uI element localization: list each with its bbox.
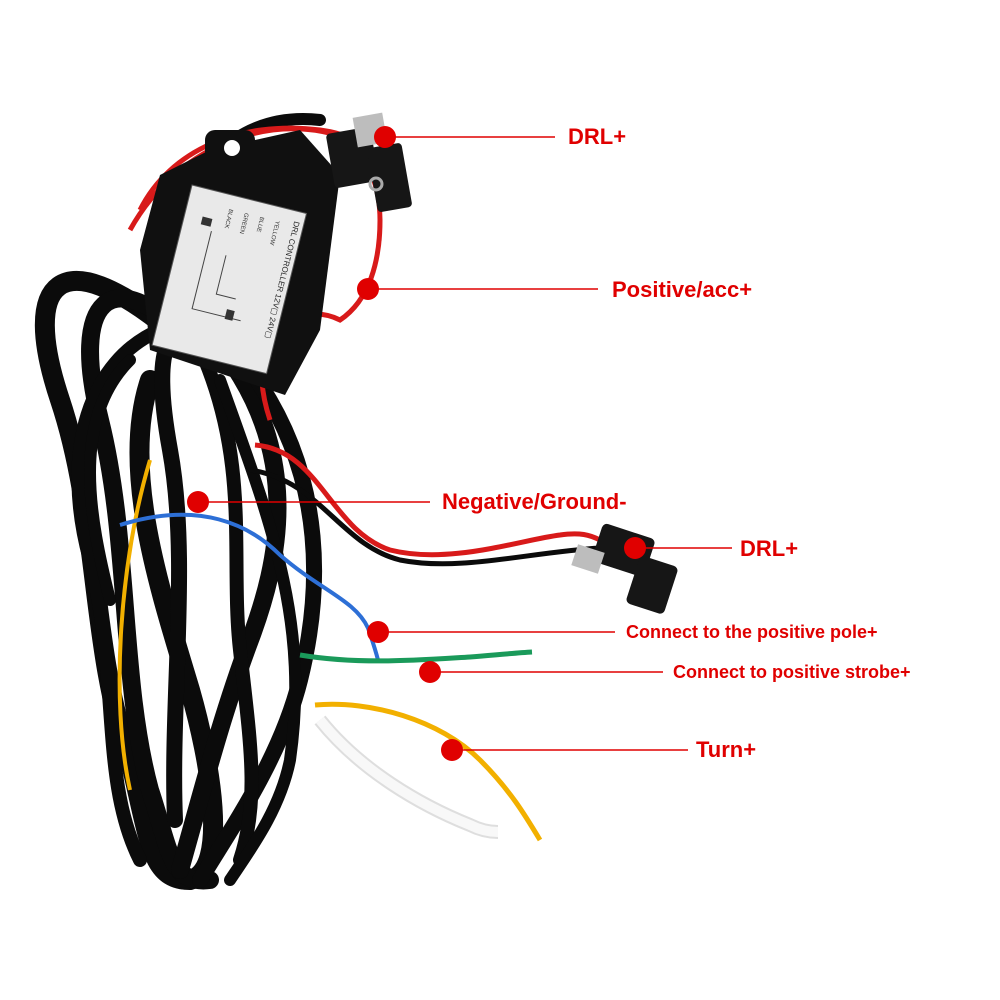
callout-dot [441,739,463,761]
controller-label-line5: BLACK [223,208,234,229]
callout-dot [357,278,379,300]
drl-bottom-connector [571,523,678,614]
callout-dot [187,491,209,513]
white-wire [314,715,499,839]
callout-dot [624,537,646,559]
green-wire [299,649,533,664]
black-drl-connector-wire [249,467,601,567]
controller-label-line2: YELLOW [268,220,280,246]
drl-top-connector [326,112,412,212]
callout-leaders [187,126,732,761]
controller-label-line4: GREEN [238,212,249,234]
callout-dot [419,661,441,683]
callout-label-turn: Turn+ [696,737,757,762]
red-drl-connector-wire [254,442,602,558]
controller-label-line3: BLUE [255,216,265,233]
yellow-turn-wire [314,701,543,842]
callout-label-positive-strobe: Connect to positive strobe+ [673,662,911,682]
callout-label-negative-ground: Negative/Ground- [442,489,627,514]
callout-label-positive-pole: Connect to the positive pole+ [626,622,878,642]
callout-label-drl-connector: DRL+ [740,536,799,561]
callout-dot [374,126,396,148]
yellow-inner-wire [117,459,152,791]
callout-label-positive-acc: Positive/acc+ [612,277,753,302]
callout-dot [367,621,389,643]
callout-label-drl-top: DRL+ [568,124,627,149]
drl-controller-box: DRL CONTROLLER 12V▢ 24V▢ YELLOW BLUE GRE… [140,130,340,395]
